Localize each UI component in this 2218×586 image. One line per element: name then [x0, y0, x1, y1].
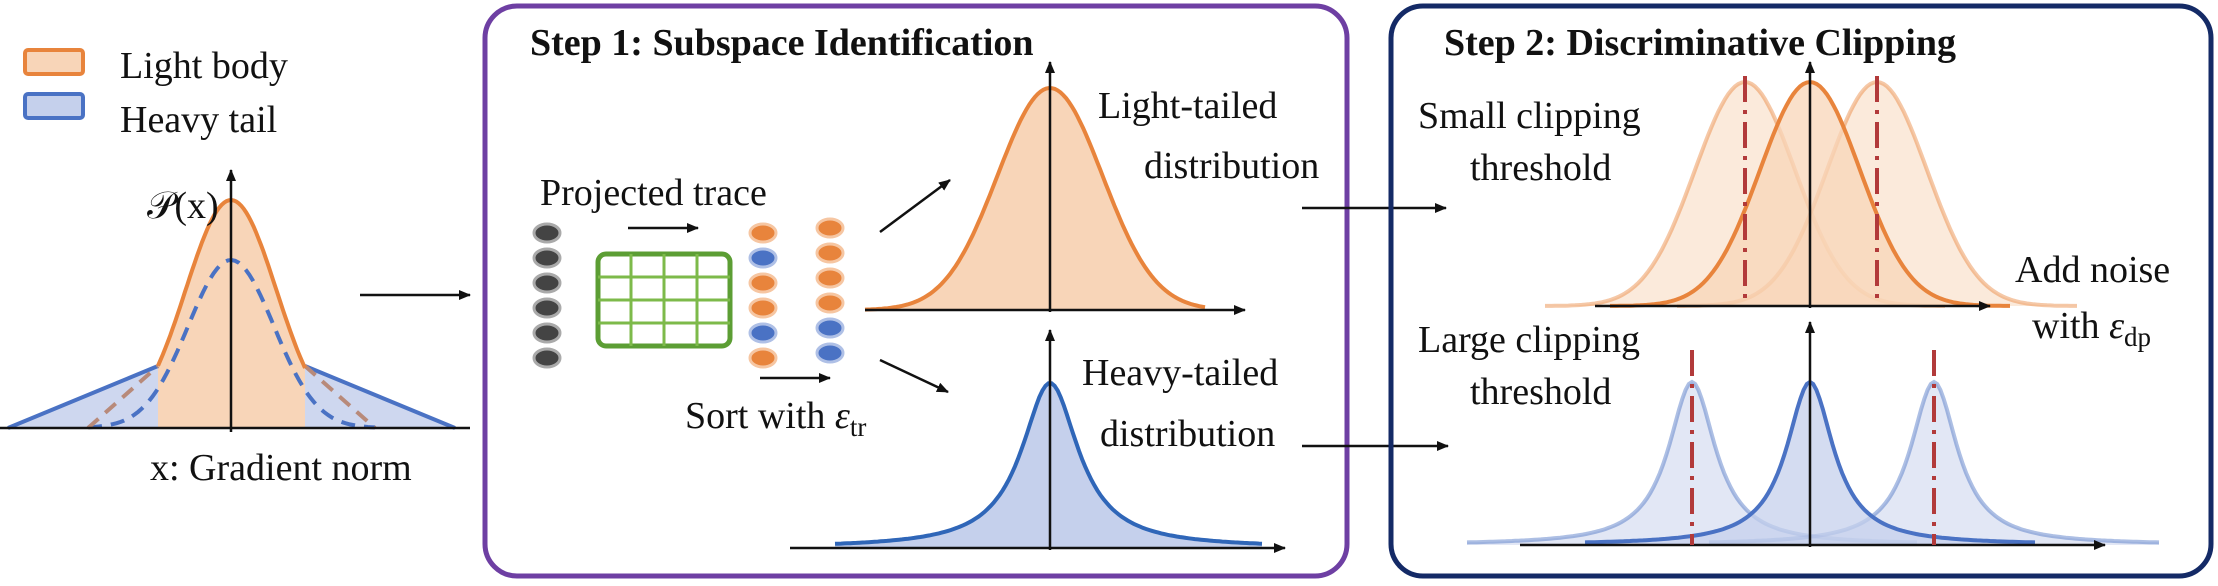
left-plot: 𝒫(x) x: Gradient norm [0, 169, 470, 489]
light-dist-label-2: distribution [1144, 145, 1319, 187]
light-dot [815, 217, 845, 239]
light-dot [748, 297, 778, 319]
left-y-label: 𝒫(x) [147, 185, 219, 227]
small-clip-label-1: Small clipping [1418, 95, 1641, 137]
light-dot [815, 267, 845, 289]
step1-panel: Step 1: Subspace Identification Projecte… [482, 3, 1350, 579]
legend-label-heavy: Heavy tail [120, 99, 277, 141]
light-dot [748, 272, 778, 294]
mixed-dot-column [748, 222, 778, 369]
light-dist-label-1: Light-tailed [1098, 85, 1277, 127]
light-dist-curve [864, 85, 1206, 312]
heavy-dist-label-1: Heavy-tailed [1082, 352, 1278, 394]
gray-dot [532, 272, 562, 294]
gray-dot [532, 222, 562, 244]
step2-panel: Step 2: Discriminative Clipping Small cl… [1388, 3, 2214, 579]
add-noise-label-2: with εdp [2032, 305, 2151, 352]
large-clip-label-1: Large clipping [1418, 319, 1640, 361]
step2-title: Step 2: Discriminative Clipping [1444, 22, 1956, 64]
legend-swatch-light [23, 48, 85, 76]
light-tail-dashed [86, 364, 377, 430]
heavy-tail-fill [8, 366, 455, 428]
heavy-dist-fill [835, 383, 1262, 548]
legend-swatch-heavy [23, 92, 85, 120]
light-dot [815, 242, 845, 264]
light-dot [815, 292, 845, 314]
step1-title: Step 1: Subspace Identification [530, 22, 1034, 64]
matrix-grid [598, 254, 730, 346]
heavy-dot [815, 342, 845, 364]
gray-dot [532, 347, 562, 369]
small-clip-label-2: threshold [1470, 147, 1611, 189]
gray-dot [532, 247, 562, 269]
heavy-dot [748, 247, 778, 269]
light-dot [748, 347, 778, 369]
heavy-tail-curve [7, 364, 456, 430]
heavy-dist-label-2: distribution [1100, 413, 1275, 455]
arrow-to-heavy-dist [879, 358, 949, 394]
light-dist-fill [865, 88, 1205, 310]
step2-border [1388, 3, 2214, 579]
add-noise-label-1: Add noise [2015, 249, 2170, 291]
projected-trace-label: Projected trace [540, 172, 767, 214]
sorted-dot-column [815, 217, 845, 364]
left-x-label: x: Gradient norm [150, 447, 412, 489]
step1-border [482, 3, 1350, 579]
legend: Light body Heavy tail [23, 45, 288, 141]
large-clip-label-2: threshold [1470, 371, 1611, 413]
arrow-to-light-dist [879, 178, 951, 234]
gray-dot [532, 297, 562, 319]
sort-label: Sort with εtr [685, 395, 866, 442]
heavy-dot [815, 317, 845, 339]
heavy-dist-curve [834, 381, 1263, 546]
gray-dot [532, 322, 562, 344]
light-dot [748, 222, 778, 244]
gray-dot-column [532, 222, 562, 369]
legend-label-light: Light body [120, 45, 288, 87]
heavy-dot [748, 322, 778, 344]
